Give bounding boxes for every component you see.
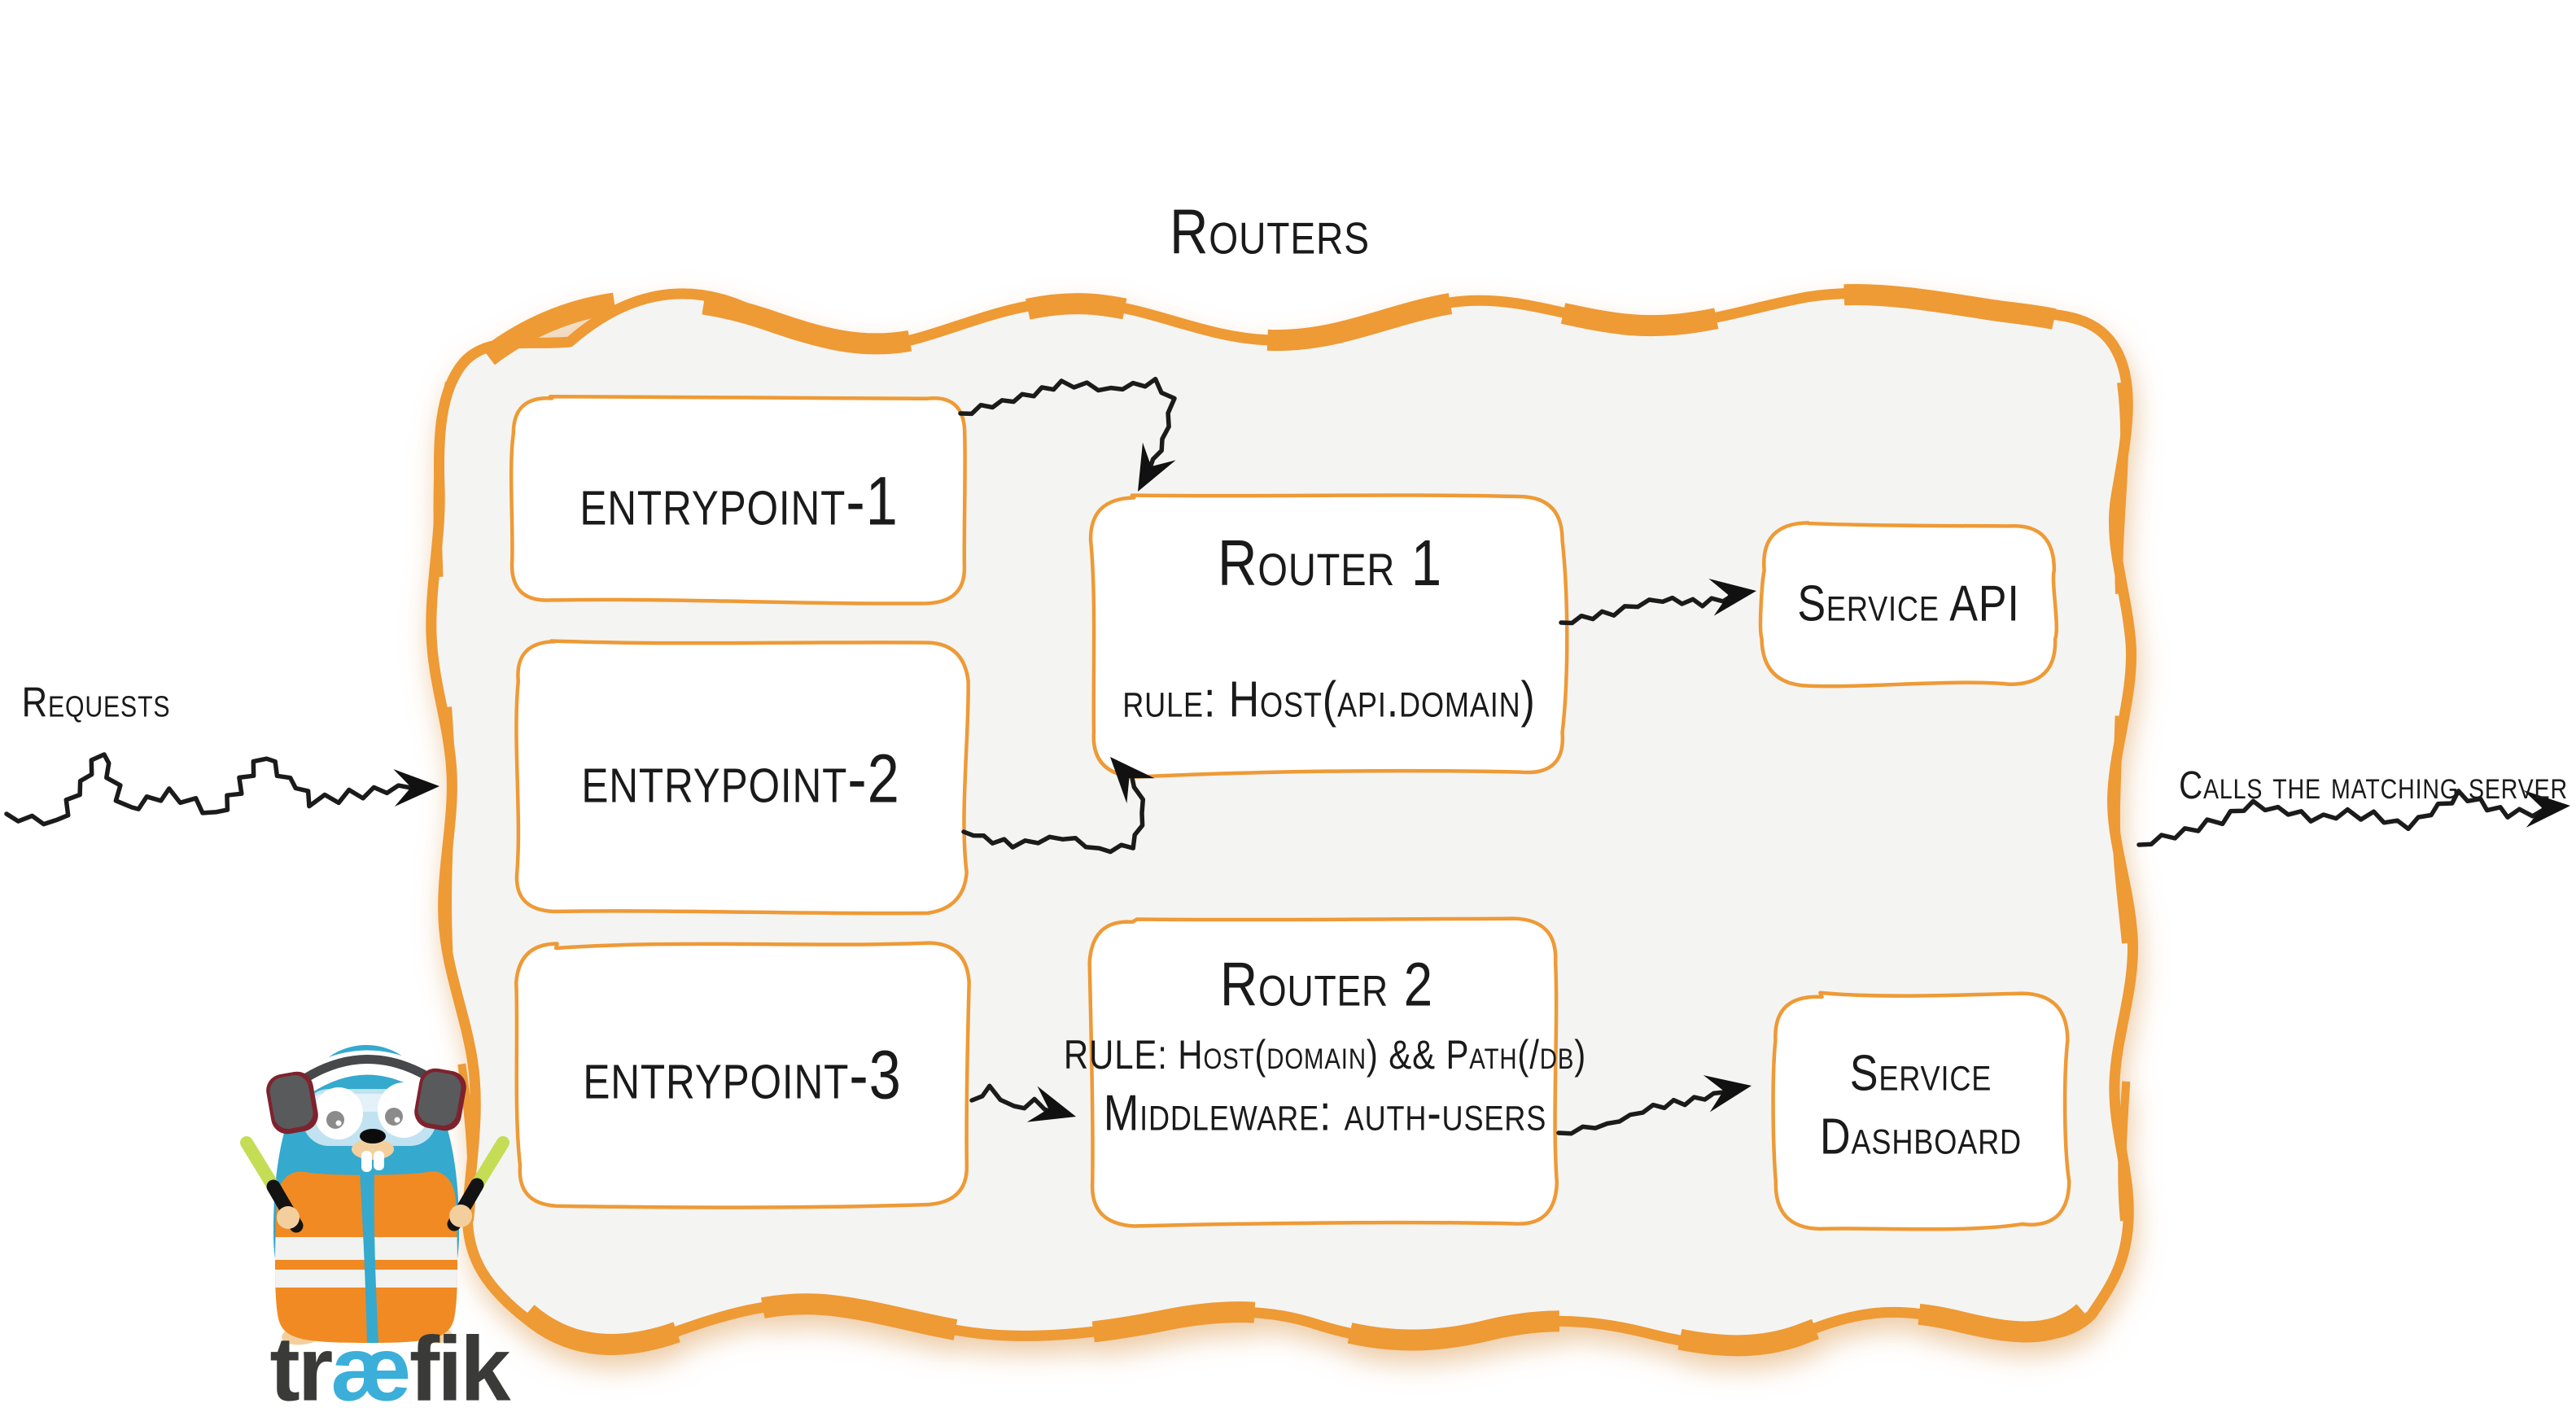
arrow-router1-serviceapi-line <box>1559 593 1734 626</box>
arrow-entrypoint1-router1-line <box>958 376 1177 473</box>
router-2-name: Router 2 <box>1220 950 1433 1020</box>
wand-left-stick <box>240 1136 280 1193</box>
service-api-box <box>1758 521 2058 689</box>
gopher-vest-gap <box>360 1172 378 1343</box>
router-1-rule: rule: Host(api.domain) <box>1122 671 1536 728</box>
entrypoint-1-label: entrypoint-1 <box>579 462 899 540</box>
wordmark-part-1: tr <box>269 1318 333 1408</box>
arrow-requests-head <box>393 768 440 807</box>
arrow-entrypoint2-router1-head <box>1110 757 1155 804</box>
arrow-outgoing-line <box>2136 789 2546 847</box>
gopher-tooth-left <box>361 1151 372 1172</box>
outgoing-label: Calls the matching server <box>2179 764 2568 807</box>
entrypoint-2-box <box>514 639 970 916</box>
arrow-router1-serviceapi-head <box>1708 579 1756 616</box>
service-api-label: Service API <box>1797 575 2020 632</box>
service-dashboard-line-1: Service <box>1849 1045 1992 1102</box>
gopher-nose <box>360 1129 386 1143</box>
gopher-pupil-highlight-left <box>335 1120 342 1126</box>
traefik-wordmark: træfik <box>269 1317 511 1408</box>
arrow-entrypoint3-router2-head <box>1026 1086 1076 1122</box>
entrypoint-1-box <box>509 394 967 606</box>
wordmark-part-2: æ <box>330 1318 412 1408</box>
wand-right-stick <box>470 1136 510 1192</box>
gopher-pupil-highlight-right <box>394 1117 400 1123</box>
diagram-title: Routers <box>1170 195 1370 268</box>
arrow-router2-dashboard-line <box>1556 1090 1726 1136</box>
gopher-hand-right <box>449 1205 472 1227</box>
wordmark-part-3: fik <box>409 1318 511 1408</box>
gopher-tooth-right <box>374 1151 384 1170</box>
requests-label: Requests <box>21 679 171 727</box>
panel-brush-top <box>482 284 2118 365</box>
arrow-entrypoint1-router1-head <box>1138 442 1176 492</box>
panel-brush-right <box>2111 382 2134 1222</box>
router-2-middleware: Middleware: auth-users <box>1103 1085 1547 1142</box>
arrow-entrypoint2-router1-line <box>961 767 1146 855</box>
gopher-earcup-left <box>269 1075 313 1129</box>
gopher-hand-left <box>277 1206 300 1229</box>
gopher-pupil-right <box>385 1108 403 1126</box>
router-1-box <box>1088 493 1569 780</box>
arrow-requests-line <box>4 752 413 827</box>
gopher-earcup-right <box>418 1072 461 1126</box>
entrypoint-3-label: entrypoint-3 <box>583 1036 902 1113</box>
arrow-outgoing-head <box>2523 789 2570 828</box>
arrow-entrypoint3-router2-line <box>969 1083 1058 1116</box>
router-2-box <box>1087 916 1559 1228</box>
entrypoint-2-label: entrypoint-2 <box>581 740 900 817</box>
traefik-gopher-mascot <box>240 1045 510 1345</box>
arrow-router2-dashboard-head <box>1703 1075 1752 1113</box>
service-dashboard-label: Service Dashboard <box>1820 1043 2022 1169</box>
service-dashboard-line-2: Dashboard <box>1820 1108 2022 1165</box>
router-1-name: Router 1 <box>1218 527 1442 599</box>
panel-brush-bottom <box>520 1293 2091 1357</box>
entrypoint-3-box <box>514 941 971 1209</box>
service-dashboard-box <box>1771 990 2071 1231</box>
router-2-rule: RULE: Host(domain) && Path(/db) <box>1063 1031 1587 1078</box>
gopher-pupil-left <box>326 1111 344 1129</box>
